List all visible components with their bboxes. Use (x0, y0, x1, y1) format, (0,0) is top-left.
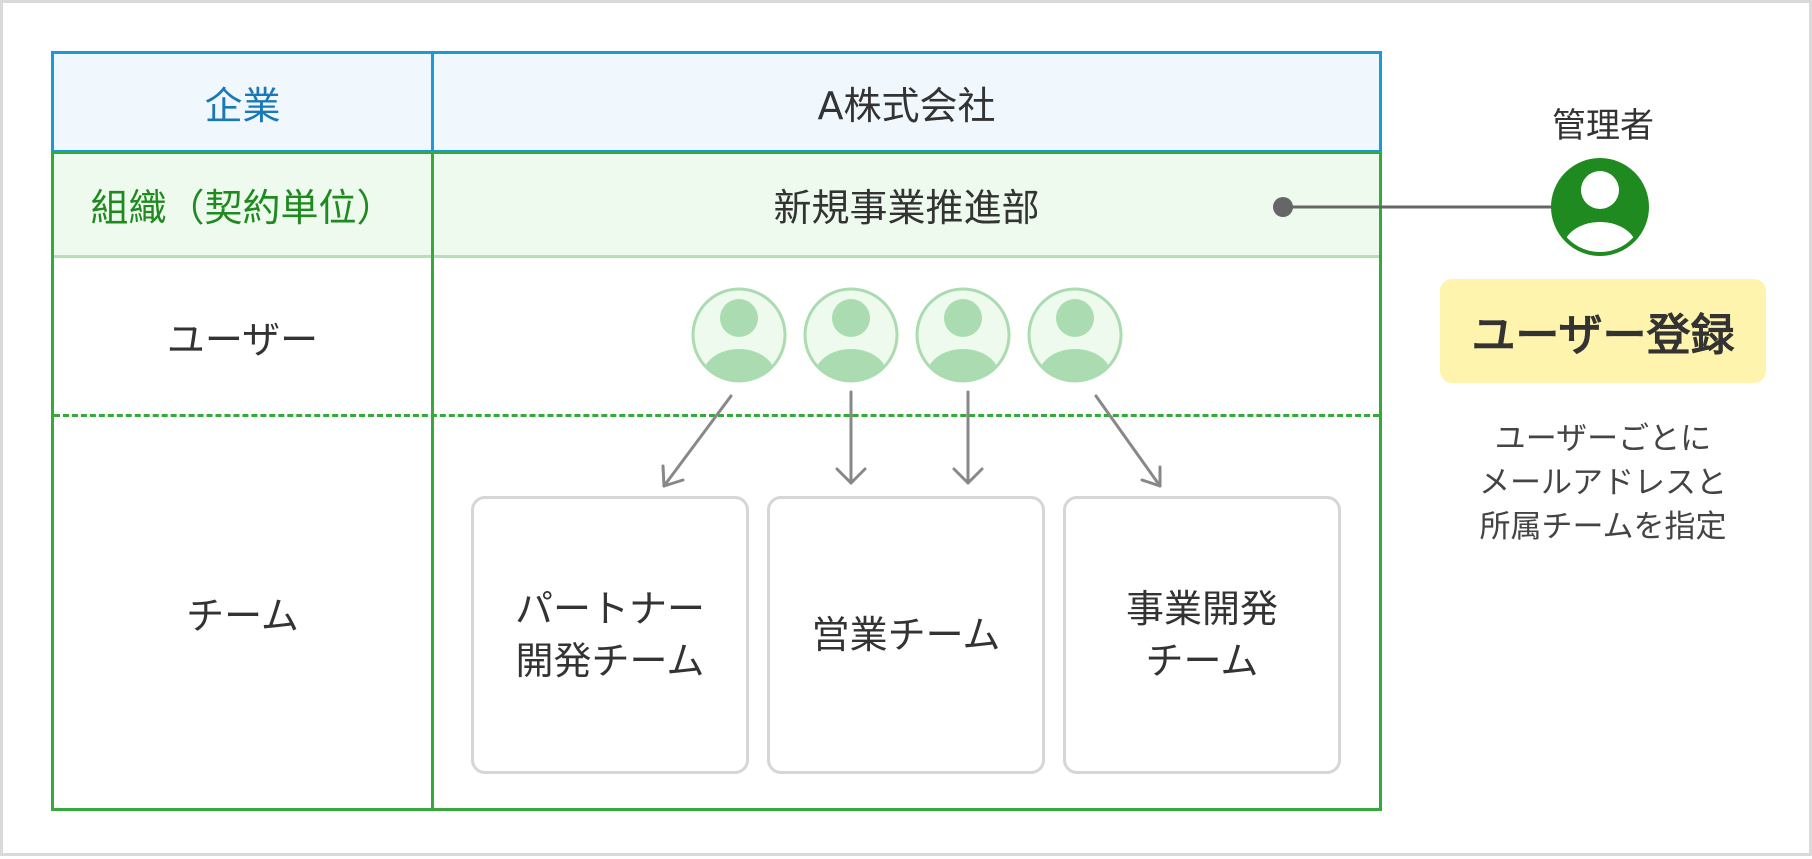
team-box-partner-dev: パートナー 開発チーム (471, 496, 749, 774)
team-name: パートナー 開発チーム (514, 587, 705, 683)
connector-dot-icon (1273, 197, 1293, 217)
arrow-icon (835, 390, 867, 485)
user-registration-badge: ユーザー登録 (1440, 279, 1766, 383)
column-divider (431, 151, 434, 811)
arrow-icon (952, 390, 984, 485)
company-label: 企業 (204, 83, 281, 128)
company-row-divider (431, 51, 434, 153)
admin-connector (1273, 197, 1555, 217)
team-box-business-dev: 事業開発 チーム (1063, 496, 1341, 774)
org-label: 組織（契約単位） (90, 186, 395, 230)
arrow-icon (661, 394, 733, 488)
user-icon (691, 287, 787, 383)
team-name: 事業開発 チーム (1125, 587, 1278, 683)
admin-user-icon (1551, 158, 1649, 256)
user-icon (1027, 287, 1123, 383)
team-label: チーム (186, 594, 299, 638)
department-name: 新規事業推進部 (773, 186, 1040, 230)
user-icon (803, 287, 899, 383)
registration-description: ユーザーごとに メールアドレスと 所属チームを指定 (1479, 421, 1727, 545)
company-name: A株式会社 (817, 83, 996, 128)
diagram-overlay (661, 158, 1649, 488)
team-name: 営業チーム (811, 613, 1001, 657)
arrow-icon (1094, 394, 1162, 488)
org-row (51, 153, 1382, 257)
org-table-frame (51, 151, 1382, 811)
user-label: ユーザー (166, 317, 319, 362)
team-box-sales: 営業チーム (767, 496, 1045, 774)
org-row-bottom-border (51, 255, 434, 258)
user-icon (915, 287, 1011, 383)
admin-title: 管理者 (1552, 105, 1654, 146)
company-row (51, 51, 1382, 153)
org-row-bottom-border (434, 255, 1382, 258)
user-registration-label: ユーザー登録 (1471, 310, 1735, 361)
